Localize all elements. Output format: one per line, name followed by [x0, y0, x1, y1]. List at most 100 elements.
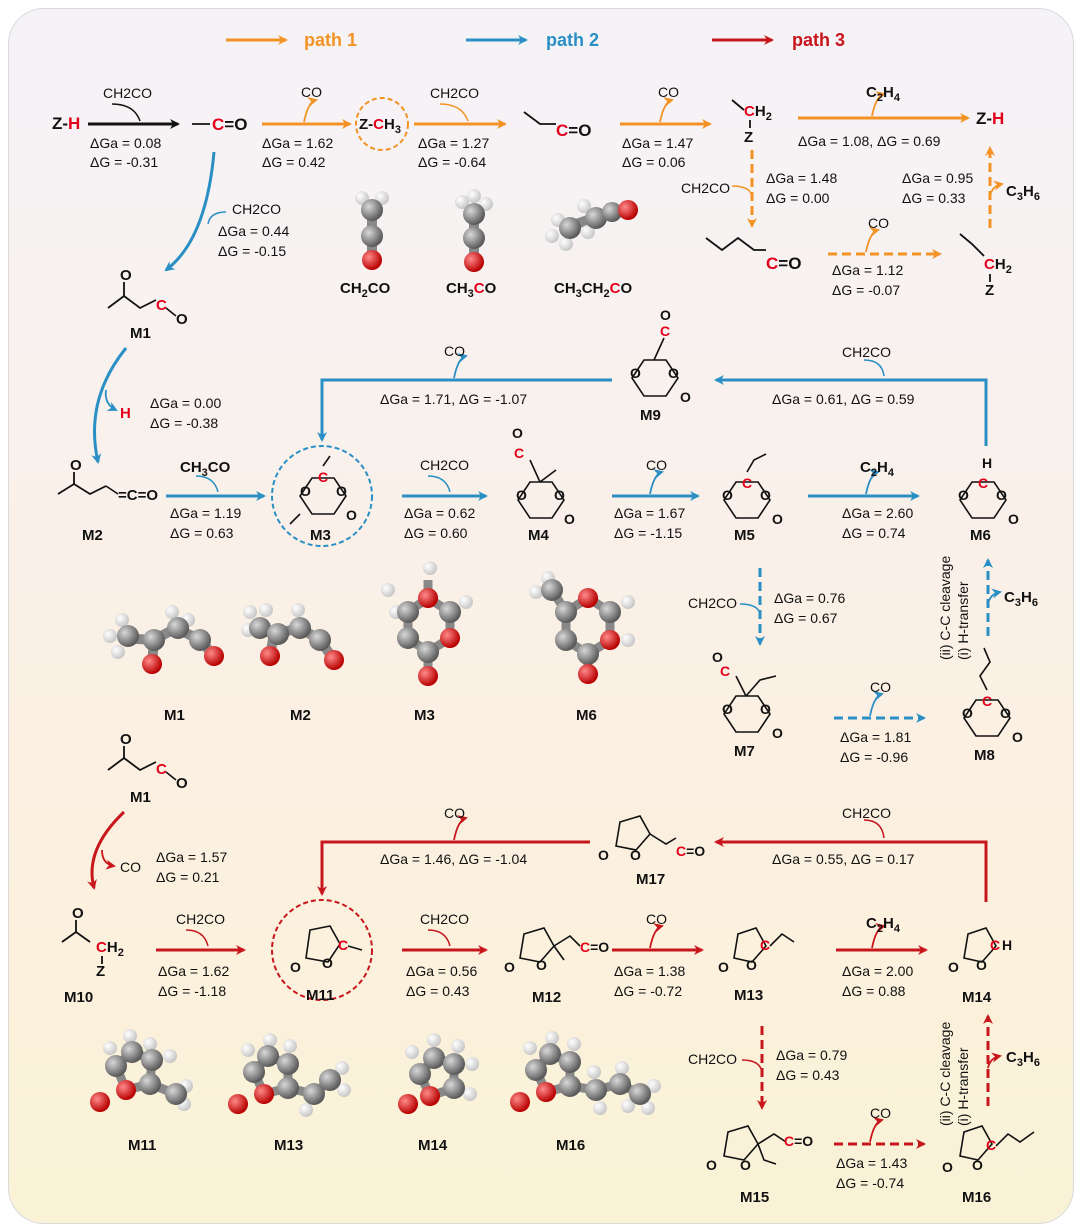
energy-2a: ΔGa = 1.62	[262, 135, 333, 151]
product-co-2: CO	[658, 84, 679, 100]
label-m13: M13	[734, 987, 763, 1004]
m2-structure: O =C=O	[57, 457, 158, 504]
label-m8: M8	[974, 747, 995, 764]
svg-text:O: O	[564, 511, 575, 527]
m16-structure: C O O	[942, 1125, 1035, 1175]
model-m14	[398, 1033, 479, 1114]
svg-text:O: O	[740, 1157, 751, 1173]
m3-structure: C O O O	[289, 455, 357, 525]
energy-1a: ΔGa = 0.08	[90, 135, 161, 151]
label-m17: M17	[636, 871, 665, 888]
reactant-ch2co-1: CH2CO	[103, 85, 152, 101]
svg-text:C=O: C=O	[676, 843, 705, 859]
m13-structure: C O O	[718, 927, 795, 975]
svg-text:O: O	[630, 847, 641, 863]
label-m9: M9	[640, 407, 661, 424]
model-ch3co	[455, 189, 493, 272]
svg-text:O: O	[1008, 511, 1019, 527]
svg-text:C: C	[156, 761, 167, 778]
arrow-m6-to-m9	[714, 375, 988, 446]
svg-text:O: O	[1012, 729, 1023, 745]
m6-structure: C H O O O	[958, 455, 1019, 527]
energy-15a: ΔGa = 1.67	[614, 505, 685, 521]
ethyl-z-species: CH2 Z	[731, 99, 772, 146]
svg-text:Z: Z	[985, 282, 994, 299]
svg-text:CH2: CH2	[984, 256, 1012, 276]
m4-structure: O O O C O	[512, 425, 575, 527]
reactant-ch2co-11: CH2CO	[688, 1051, 737, 1067]
svg-text:O: O	[712, 649, 723, 665]
energy-16a: ΔGa = 2.60	[842, 505, 913, 521]
energy-21: ΔGa = 0.55, ΔG = 0.17	[772, 851, 915, 867]
svg-text:O: O	[630, 365, 641, 381]
label-m16-top: M16	[962, 1189, 991, 1206]
label-m2-top: M2	[82, 527, 103, 544]
m1-structure-bottom: O C O	[107, 731, 188, 792]
svg-text:O: O	[516, 487, 527, 503]
energy-5: ΔGa = 1.08, ΔG = 0.69	[798, 133, 941, 149]
legend: path 1 path 2 path 3	[226, 30, 845, 50]
arrow-m14-to-m17	[714, 837, 988, 902]
svg-text:CH2: CH2	[96, 939, 124, 959]
arrow-m9-to-m3	[317, 378, 612, 442]
label-m1-model: M1	[164, 707, 185, 724]
svg-text:O: O	[746, 957, 757, 973]
svg-text:O: O	[120, 267, 132, 284]
energy-25a: ΔGa = 2.00	[842, 963, 913, 979]
svg-text:O: O	[290, 959, 301, 975]
svg-text:=C=O: =C=O	[118, 487, 158, 504]
m3-highlight-circle	[271, 445, 373, 547]
product-co-8: CO	[646, 911, 667, 927]
label-m2-model: M2	[290, 707, 311, 724]
label-m3-model: M3	[414, 707, 435, 724]
energy-9a: ΔGa = 0.44	[218, 223, 289, 239]
product-c3h6-2: C3H6	[1004, 589, 1038, 609]
label-ch3co-model: CH3CO	[446, 280, 497, 300]
svg-text:C: C	[156, 297, 167, 314]
label-m11-model: M11	[128, 1137, 156, 1154]
svg-text:O: O	[760, 487, 771, 503]
label-m15: M15	[740, 1189, 769, 1206]
energy-23b: ΔG = 0.43	[406, 983, 470, 999]
label-m12: M12	[532, 989, 561, 1006]
path3-section: O C O M1 CO ΔGa = 1.57 ΔG = 0.21 O CH2 Z…	[61, 731, 1040, 1206]
acylium-1: C=O	[192, 115, 247, 134]
energy-1b: ΔG = -0.31	[90, 154, 158, 170]
svg-text:H: H	[1002, 937, 1012, 953]
path2-section: CH2CO ΔGa = 0.44 ΔG = -0.15 O C O M1 H Δ…	[57, 151, 1038, 765]
label-m11-top: M11	[306, 987, 334, 1004]
svg-text:O: O	[120, 731, 132, 748]
svg-text:O: O	[176, 311, 188, 328]
reactant-ch2co-7: CH2CO	[688, 595, 737, 611]
svg-text:C: C	[514, 445, 524, 461]
path1-section: Z-H CH2CO ΔGa = 0.08 ΔG = -0.31 C=O CO Δ…	[52, 84, 1040, 300]
energy-7a: ΔGa = 0.95	[902, 170, 973, 186]
label-m3-top: M3	[310, 527, 331, 544]
energy-22b: ΔG = -1.18	[158, 983, 226, 999]
label-m6-model: M6	[576, 707, 597, 724]
butanoyl-acylium: C=O	[705, 236, 801, 273]
svg-text:C: C	[338, 937, 348, 953]
energy-26a: ΔGa = 0.79	[776, 1047, 847, 1063]
product-co-5: CO	[444, 343, 465, 359]
energy-27a: ΔGa = 1.43	[836, 1155, 907, 1171]
m17-structure: O O C=O	[598, 815, 705, 863]
model-m1	[103, 605, 224, 674]
m9-structure: O O O C O	[630, 307, 691, 405]
energy-11: ΔGa = 1.71, ΔG = -1.07	[380, 391, 527, 407]
svg-text:O: O	[962, 705, 973, 721]
product-co-9: CO	[444, 805, 465, 821]
energy-17b: ΔG = 0.67	[774, 610, 838, 626]
m11-structure: C O O	[290, 925, 363, 975]
z-h-end: Z-H	[976, 109, 1004, 128]
reactant-ch2co-2: CH2CO	[430, 85, 479, 101]
svg-text:O: O	[336, 483, 347, 499]
energy-4a: ΔGa = 1.47	[622, 135, 693, 151]
product-c2h4-1: C2H4	[866, 84, 901, 104]
propyl-z-species: CH2 Z	[959, 233, 1012, 299]
label-m6-top: M6	[970, 527, 991, 544]
svg-text:O: O	[722, 701, 733, 717]
reactant-ch2co-6: CH2CO	[842, 344, 891, 360]
energy-19a: ΔGa = 1.57	[156, 849, 227, 865]
